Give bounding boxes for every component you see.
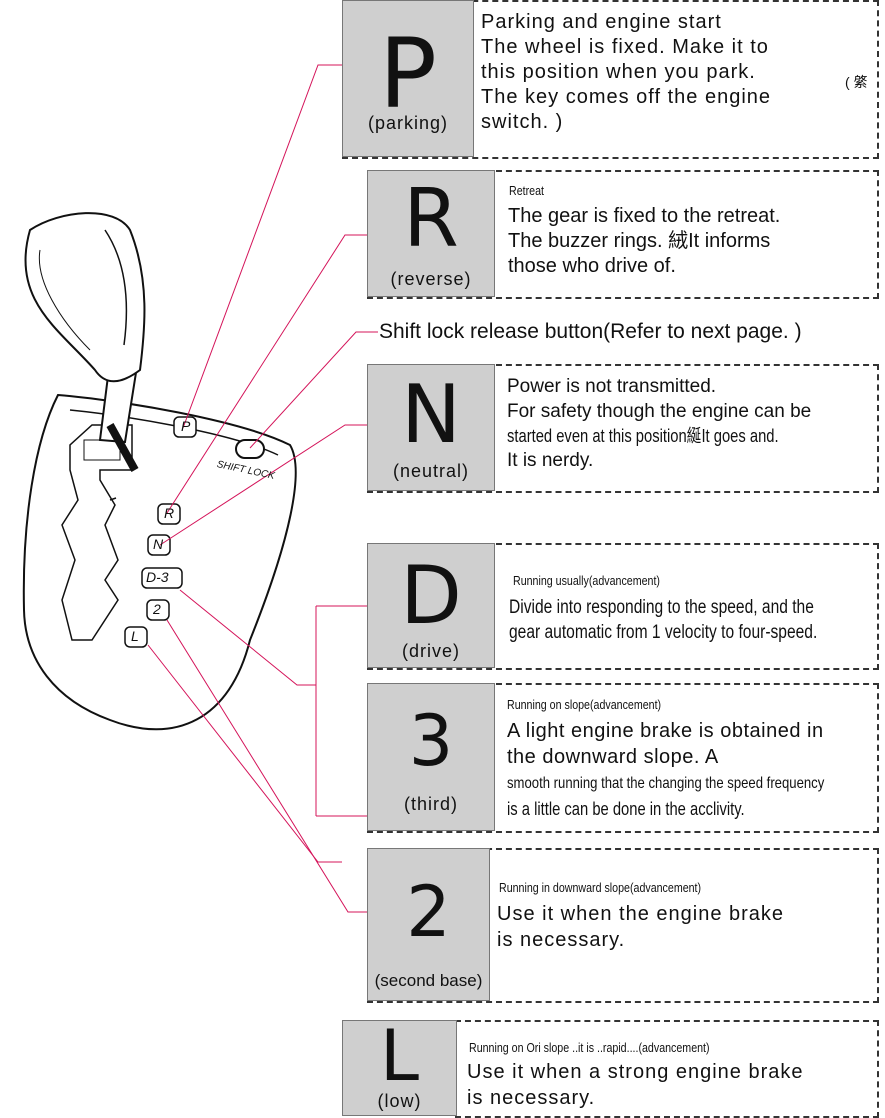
gear-3-letter: 3: [408, 700, 454, 782]
gear-r-panel: [367, 170, 879, 299]
gear-p-line: Parking and engine start: [481, 11, 722, 33]
gear-2-heading: Running in downward slope(advancement): [499, 880, 702, 895]
gear-r-line: those who drive of.: [508, 255, 676, 277]
gear-3-line: A light engine brake is obtained in: [507, 720, 824, 742]
gear-n-letter: N: [401, 368, 461, 461]
shift-lock-callout: Shift lock release button(Refer to next …: [379, 320, 802, 343]
gear-d-box: D (drive): [367, 543, 495, 668]
gear-r-line: The gear is fixed to the retreat.: [508, 205, 781, 227]
gear-d-line: Divide into responding to the speed, and…: [509, 597, 814, 618]
gear-r-line: The buzzer rings. 絨It informs: [508, 230, 771, 252]
gate-label-r: R: [164, 505, 175, 521]
gear-2-line: is necessary.: [497, 929, 626, 951]
gear-p-line: The wheel is fixed. Make it to: [481, 36, 769, 58]
gear-3-line: the downward slope. A: [507, 746, 719, 768]
gear-l-heading: Running on Ori slope ..it is ..rapid....…: [469, 1040, 710, 1055]
gear-n-line: For safety though the engine can be: [507, 401, 812, 422]
gear-d-letter: D: [400, 549, 462, 642]
gear-2-box: 2 (second base): [367, 848, 490, 1001]
gate-label-2: 2: [153, 601, 161, 617]
gear-n-line: started even at this position綖It goes an…: [507, 426, 779, 446]
gear-r-heading: Retreat: [509, 183, 544, 198]
gear-n-panel: [367, 364, 879, 493]
shift-gate-slot: [61, 424, 133, 641]
gear-l-line: is necessary.: [467, 1087, 596, 1109]
gate-label-d3: D-3: [146, 569, 169, 585]
gear-n-line: It is nerdy.: [507, 450, 594, 471]
shift-knob: [24, 212, 146, 383]
gear-d-name: (drive): [401, 641, 460, 661]
shift-lock-button-drawing: [235, 439, 265, 459]
gear-l-name: (low): [377, 1091, 422, 1111]
gear-n-box: N (neutral): [367, 364, 495, 491]
gear-3-panel: [367, 683, 879, 833]
gear-3-box: 3 (third): [367, 683, 495, 831]
gear-p-margin-note: ( 綮: [845, 74, 868, 90]
gear-p-line: The key comes off the engine: [481, 86, 772, 108]
gear-r-box: R (reverse): [367, 170, 495, 297]
gear-l-letter: L: [380, 1015, 419, 1097]
gear-p-line: this position when you park.: [481, 61, 756, 83]
gear-p-panel: [342, 0, 879, 159]
gate-label-p: P: [181, 418, 191, 434]
gear-r-name: (reverse): [390, 269, 472, 289]
gear-3-name: (third): [403, 794, 458, 814]
gate-label-l: L: [131, 628, 139, 644]
gear-n-name: (neutral): [392, 461, 470, 481]
gear-p-line: switch. ): [481, 111, 564, 133]
gear-p-box: P (parking): [342, 0, 474, 157]
gear-3-line: smooth running that the changing the spe…: [507, 775, 825, 792]
gear-2-name: (second base): [374, 971, 483, 990]
gear-d-panel: [367, 543, 879, 670]
gear-2-panel: [367, 848, 879, 1003]
gear-3-heading: Running on slope(advancement): [507, 697, 662, 712]
gear-p-name: (parking): [367, 113, 449, 133]
gear-2-line: Use it when the engine brake: [497, 903, 785, 925]
gear-l-box: L (low): [342, 1020, 457, 1116]
gear-d-heading: Running usually(advancement): [513, 573, 660, 588]
gear-n-line: Power is not transmitted.: [507, 376, 717, 397]
gear-r-description: The gear is fixed to the retreat. The bu…: [508, 204, 780, 279]
gear-r-letter: R: [403, 172, 459, 265]
gear-p-letter: P: [379, 18, 437, 130]
gear-3-line: is a little can be done in the acclivity…: [507, 799, 745, 819]
gate-label-n: N: [153, 536, 164, 552]
gear-n-description: Power is not transmitted. For safety tho…: [507, 374, 838, 473]
gear-l-line: Use it when a strong engine brake: [467, 1061, 804, 1083]
gear-d-line: gear automatic from 1 velocity to four-s…: [509, 622, 818, 643]
gear-p-description: Parking and engine start The wheel is fi…: [481, 10, 771, 135]
gear-2-letter: 2: [406, 871, 451, 953]
